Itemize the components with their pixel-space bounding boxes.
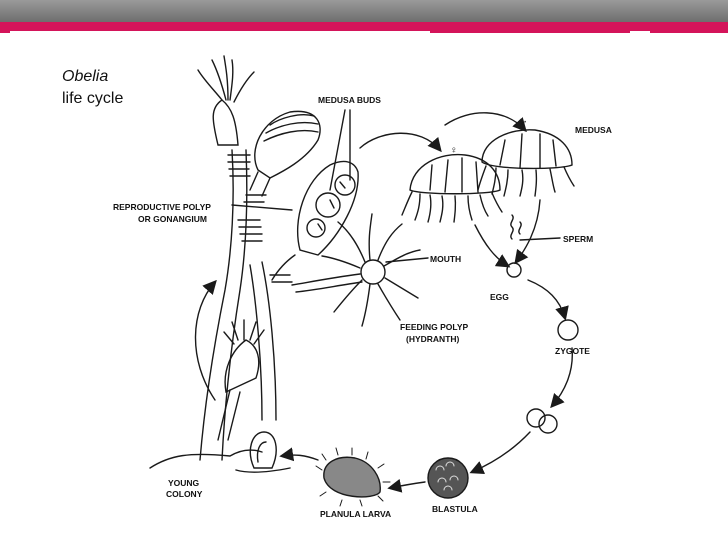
accent-line <box>430 31 630 33</box>
title-genus: Obelia <box>62 68 109 85</box>
colony-stalk <box>199 149 293 461</box>
top-hydranth <box>197 55 255 146</box>
label-mouth: MOUTH <box>430 254 461 264</box>
reproductive-polyp <box>271 160 359 281</box>
reproductive-polyp-pointer <box>231 204 293 211</box>
accent-bar <box>0 22 728 31</box>
feeding-polyp <box>291 213 421 327</box>
medusa-buds-pointer <box>329 109 351 191</box>
label-hydranth: (HYDRANTH) <box>406 334 460 344</box>
label-planula-larva: PLANULA LARVA <box>320 509 391 519</box>
female-symbol: ♀ <box>450 145 458 156</box>
header-bar <box>0 0 728 22</box>
young-polyp <box>149 319 265 469</box>
female-medusa <box>401 153 503 223</box>
planula-larva <box>315 447 391 507</box>
label-zygote: ZYGOTE <box>555 346 590 356</box>
zygote <box>557 319 579 341</box>
sperm-pointer <box>519 237 561 241</box>
top-gonangium <box>243 110 321 203</box>
accent-line <box>650 31 728 33</box>
label-blastula: BLASTULA <box>432 504 478 514</box>
male-symbol: ♂ <box>520 118 528 129</box>
blastula <box>427 457 469 499</box>
label-gonangium: OR GONANGIUM <box>138 214 207 224</box>
sperm <box>510 214 522 240</box>
two-cell-stage <box>526 408 558 434</box>
label-medusa: MEDUSA <box>575 125 612 135</box>
label-feeding-polyp: FEEDING POLYP <box>400 322 469 332</box>
label-young: YOUNG <box>168 478 200 488</box>
label-medusa-buds: MEDUSA BUDS <box>318 95 381 105</box>
label-egg: EGG <box>490 292 509 302</box>
male-medusa <box>477 129 575 197</box>
slide-title: Obelia life cycle <box>62 66 123 110</box>
title-subtitle: life cycle <box>62 90 124 107</box>
label-colony: COLONY <box>166 489 203 499</box>
label-sperm: SPERM <box>563 234 593 244</box>
egg <box>506 262 522 278</box>
young-colony <box>235 431 291 473</box>
mouth-pointer <box>385 257 429 263</box>
cycle-arrows <box>194 112 574 493</box>
accent-line <box>0 31 10 33</box>
label-reproductive-polyp: REPRODUCTIVE POLYP <box>113 202 211 212</box>
